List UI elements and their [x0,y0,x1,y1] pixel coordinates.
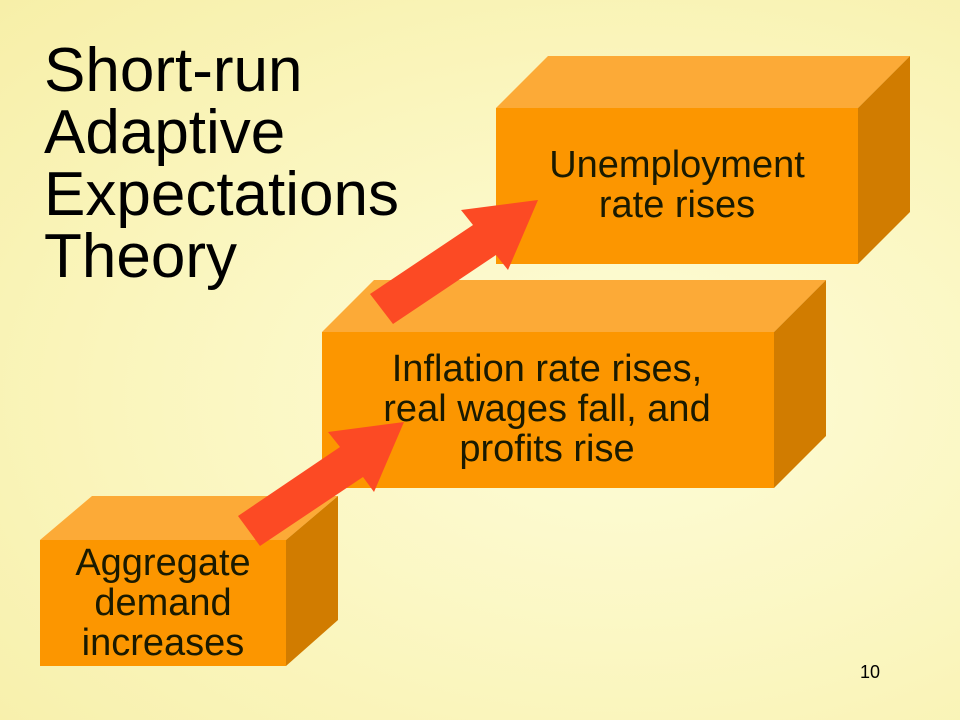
title-line: Adaptive [44,98,286,167]
arrow-lower [238,422,404,546]
step-label-inflation: Inflation rate rises, real wages fall, a… [322,332,772,486]
box-side-face [858,56,910,264]
step-label-line: profits rise [459,428,635,470]
page-number: 10 [859,662,881,682]
step-label-line: Unemployment [549,144,805,186]
title-line: Theory [44,222,237,291]
step-label-line: rate rises [598,184,756,226]
step-box-aggregate-demand [40,496,338,666]
step-label-unemployment: Unemployment rate rises [498,108,856,262]
step-label-line: demand [94,582,232,624]
step-label-line: Aggregate [75,542,251,584]
box-front-face [322,332,774,488]
arrow-upper [370,200,538,324]
step-box-inflation [322,280,826,488]
box-front-face [496,108,858,264]
box-front-face [40,540,286,666]
step-label-line: real wages fall, and [383,388,711,430]
step-label-line: Inflation rate rises, [391,348,703,390]
step-box-unemployment [496,56,910,264]
box-top-face [322,280,826,332]
step-label-aggregate-demand: Aggregate demand increases [40,540,286,666]
slide-title: Short-run Adaptive Expectations Theory [44,40,484,288]
box-top-face [496,56,910,108]
title-line: Short-run [44,36,303,105]
step-label-line: increases [81,622,245,664]
box-side-face [774,280,826,488]
box-side-face [286,496,338,666]
title-line: Expectations [44,160,399,229]
